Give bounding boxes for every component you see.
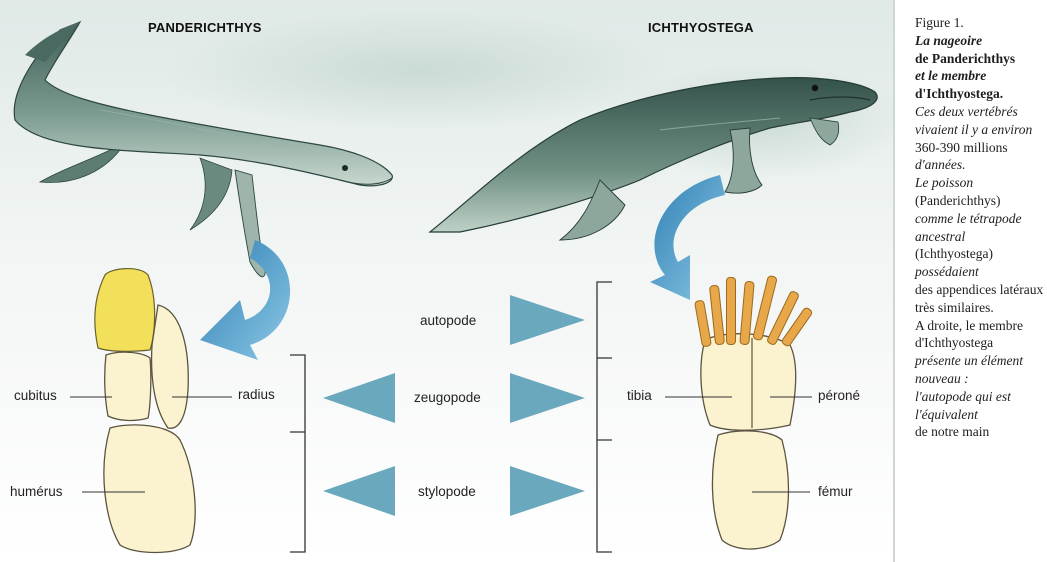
caption-body-line: possédaient	[915, 263, 1045, 281]
stylopode-left-triangle	[323, 466, 395, 516]
caption-body-line: ancestral	[915, 228, 1045, 246]
radius-bone	[152, 305, 189, 428]
caption-title-line: La nageoire	[915, 32, 1045, 50]
autopode-triangle	[510, 295, 585, 345]
caption-body-line: d'Ichthyostega	[915, 334, 1045, 352]
segment-arrows	[323, 295, 585, 516]
caption-body-line: (Ichthyostega)	[915, 245, 1045, 263]
femur-bone	[712, 431, 788, 549]
caption-body-line: Ces deux vertébrés	[915, 103, 1045, 121]
caption-body-line: présente un élément	[915, 352, 1045, 370]
label-perone: péroné	[818, 388, 860, 403]
stylopode-right-triangle	[510, 466, 585, 516]
caption-body-line: Le poisson	[915, 174, 1045, 192]
left-curved-arrow	[200, 240, 290, 360]
label-zeugopode: zeugopode	[414, 390, 481, 405]
caption-title-line: d'Ichthyostega.	[915, 85, 1045, 103]
caption-body-line: très similaires.	[915, 299, 1045, 317]
caption-figure-number: Figure 1.	[915, 14, 1045, 32]
zeugopode-left-triangle	[323, 373, 395, 423]
caption-title-line: de Panderichthys	[915, 50, 1045, 68]
caption-body-line: A droite, le membre	[915, 317, 1045, 335]
caption-body-line: de notre main	[915, 423, 1045, 441]
label-radius: radius	[238, 387, 275, 402]
right-animal-title: ICHTHYOSTEGA	[648, 20, 754, 35]
right-bracket	[597, 282, 612, 552]
label-humerus: humérus	[10, 484, 63, 499]
limb-skeleton	[701, 334, 796, 549]
label-autopode: autopode	[420, 313, 476, 328]
figure-panel: PANDERICHTHYS ICHTHYOSTEGA autopode zeug…	[0, 0, 893, 562]
label-femur: fémur	[818, 484, 853, 499]
zeugopode-right-triangle	[510, 373, 585, 423]
caption-body-line: 360-390 millions	[915, 139, 1045, 157]
fin-skeleton	[95, 269, 195, 553]
caption-body-line: comme le tétrapode	[915, 210, 1045, 228]
caption-body-line: nouveau :	[915, 370, 1045, 388]
label-cubitus: cubitus	[14, 388, 57, 403]
caption-body-line: d'années.	[915, 156, 1045, 174]
cubitus-bone	[105, 352, 151, 420]
label-tibia: tibia	[627, 388, 652, 403]
caption-body-line: l'autopode qui est	[915, 388, 1045, 406]
digit	[694, 299, 712, 347]
caption-body-line: des appendices latéraux	[915, 281, 1045, 299]
autopode-digits	[690, 275, 810, 350]
fin-distal-radials	[95, 269, 155, 352]
caption-body-line: l'équivalent	[915, 406, 1045, 424]
label-stylopode: stylopode	[418, 484, 476, 499]
left-bracket	[290, 355, 305, 552]
digit	[726, 277, 736, 345]
figure-caption: Figure 1. La nageoire de Panderichthys e…	[915, 14, 1045, 441]
left-animal-title: PANDERICHTHYS	[148, 20, 262, 35]
caption-divider	[893, 0, 895, 562]
caption-body-line: vivaient il y a environ	[915, 121, 1045, 139]
digit	[709, 285, 725, 346]
caption-title-line: et le membre	[915, 67, 1045, 85]
caption-body-line: (Panderichthys)	[915, 192, 1045, 210]
humerus-bone	[104, 425, 195, 553]
